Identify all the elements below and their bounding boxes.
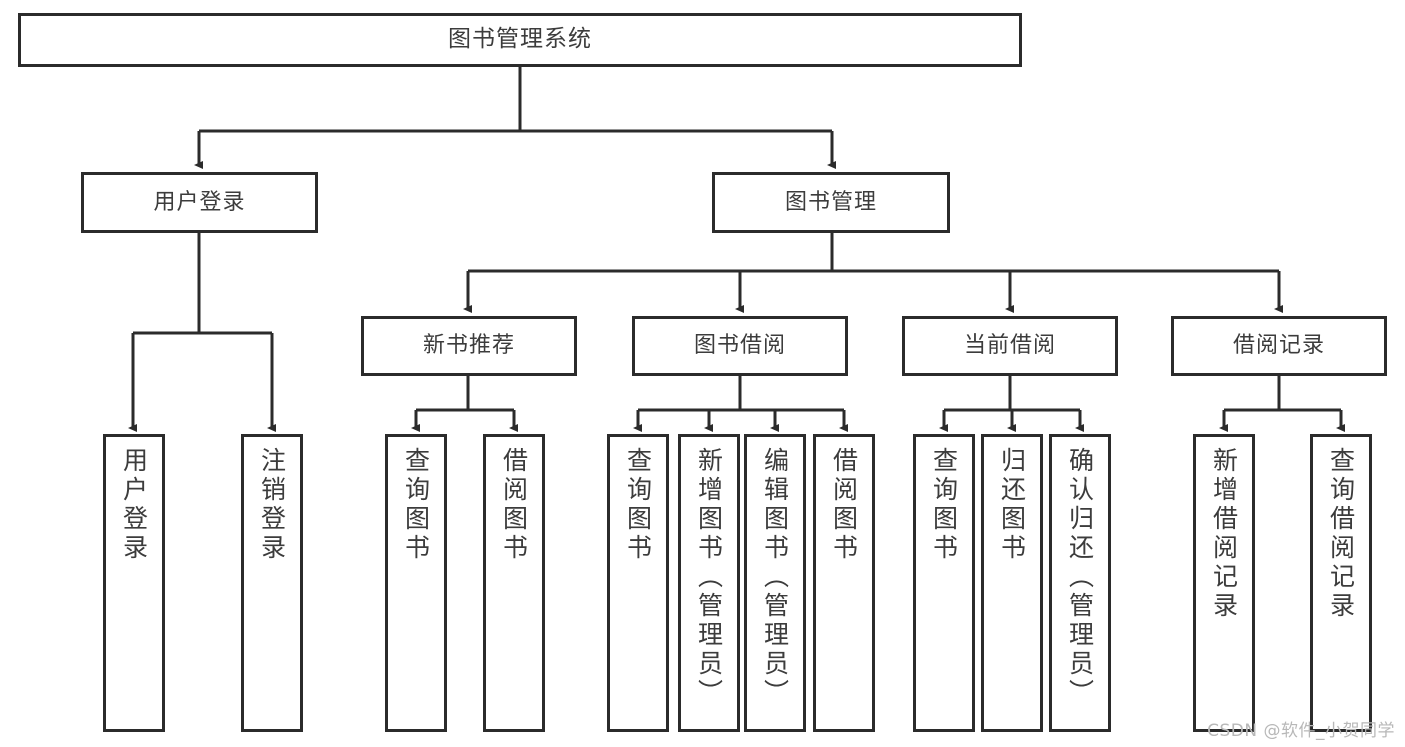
node-label: 用户登录 xyxy=(153,189,246,215)
node-label: 新书推荐 xyxy=(422,333,515,359)
node-label: 新增图书（管理员） xyxy=(694,447,724,708)
node-label: 借阅图书 xyxy=(499,447,529,563)
node-user-login[interactable]: 用户登录 xyxy=(81,172,318,233)
leaf-user-login[interactable]: 用户登录 xyxy=(103,434,165,732)
leaf-query-book-recommend[interactable]: 查询图书 xyxy=(385,434,447,732)
node-label: 借阅记录 xyxy=(1232,333,1325,359)
node-label: 借阅图书 xyxy=(829,447,859,563)
node-label: 新增借阅记录 xyxy=(1209,447,1239,621)
node-label: 编辑图书（管理员） xyxy=(760,447,790,708)
leaf-logout[interactable]: 注销登录 xyxy=(241,434,303,732)
node-label: 图书管理系统 xyxy=(448,26,592,53)
leaf-return-book[interactable]: 归还图书 xyxy=(981,434,1043,732)
node-borrow-record[interactable]: 借阅记录 xyxy=(1171,316,1387,376)
node-label: 归还图书 xyxy=(997,447,1027,563)
node-label: 确认归还（管理员） xyxy=(1065,447,1095,708)
leaf-query-borrow-record[interactable]: 查询借阅记录 xyxy=(1310,434,1372,732)
node-label: 用户登录 xyxy=(119,447,149,563)
node-label: 查询图书 xyxy=(929,447,959,563)
node-label: 查询图书 xyxy=(623,447,653,563)
node-label: 图书管理 xyxy=(784,189,877,215)
node-label: 注销登录 xyxy=(257,447,287,563)
watermark: CSDN @软件_小贺同学 xyxy=(1207,721,1395,741)
node-label: 查询借阅记录 xyxy=(1326,447,1356,621)
leaf-query-book-current[interactable]: 查询图书 xyxy=(913,434,975,732)
node-label: 图书借阅 xyxy=(693,333,786,359)
node-new-book-recommend[interactable]: 新书推荐 xyxy=(361,316,577,376)
node-book-borrow[interactable]: 图书借阅 xyxy=(632,316,848,376)
leaf-borrow-book-recommend[interactable]: 借阅图书 xyxy=(483,434,545,732)
node-book-management[interactable]: 图书管理 xyxy=(712,172,950,233)
leaf-edit-book-admin[interactable]: 编辑图书（管理员） xyxy=(744,434,806,732)
node-label: 当前借阅 xyxy=(963,333,1056,359)
leaf-add-borrow-record[interactable]: 新增借阅记录 xyxy=(1193,434,1255,732)
node-label: 查询图书 xyxy=(401,447,431,563)
leaf-borrow-book[interactable]: 借阅图书 xyxy=(813,434,875,732)
leaf-query-book-borrow[interactable]: 查询图书 xyxy=(607,434,669,732)
node-current-borrow[interactable]: 当前借阅 xyxy=(902,316,1118,376)
leaf-add-book-admin[interactable]: 新增图书（管理员） xyxy=(678,434,740,732)
node-root-system[interactable]: 图书管理系统 xyxy=(18,13,1022,67)
leaf-confirm-return-admin[interactable]: 确认归还（管理员） xyxy=(1049,434,1111,732)
